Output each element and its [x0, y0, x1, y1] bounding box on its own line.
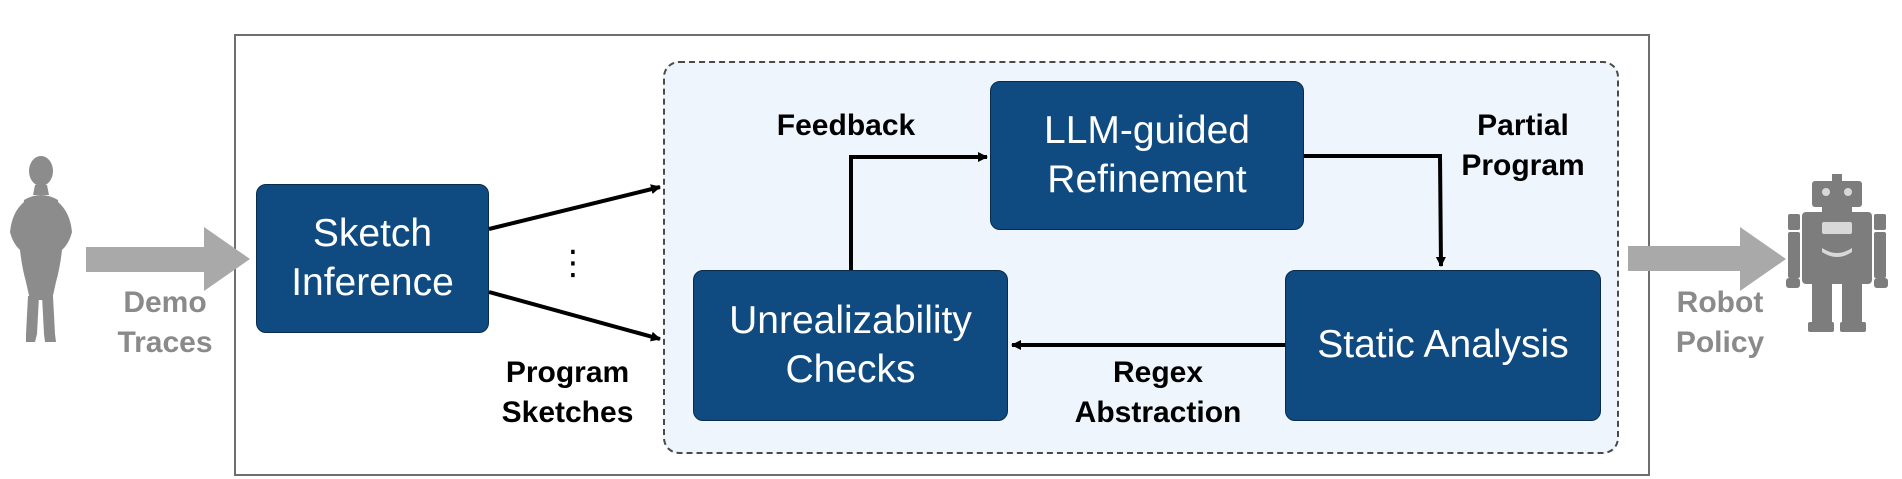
unrealizability-checks-text: Unrealizability Checks: [729, 298, 972, 391]
robot-policy-label: Robot Policy: [1675, 286, 1765, 359]
llm-refinement-box: LLM-guided Refinement: [990, 81, 1304, 230]
llm-refinement-text: LLM-guided Refinement: [1044, 108, 1250, 201]
ellipsis-label: ⋮: [556, 244, 590, 282]
sketch-inference-box: Sketch Inference: [256, 184, 489, 333]
feedback-label: Feedback: [776, 109, 916, 142]
partial-program-label: Partial Program: [1461, 109, 1585, 182]
output-arrow: [1628, 227, 1786, 291]
program-sketches-label: Program Sketches: [501, 356, 634, 429]
unrealizability-checks-box: Unrealizability Checks: [693, 270, 1008, 421]
input-arrow: [86, 227, 250, 291]
demo-traces-label: Demo Traces: [117, 286, 213, 359]
connector-arrows: [488, 152, 1446, 350]
sketch-inference-text: Sketch Inference: [291, 211, 454, 304]
static-analysis-text: Static Analysis: [1317, 323, 1569, 367]
person-icon: [10, 156, 72, 342]
regex-abstraction-label: Regex Abstraction: [1074, 356, 1242, 429]
static-analysis-box: Static Analysis: [1285, 270, 1601, 421]
robot-icon: [1786, 174, 1888, 332]
